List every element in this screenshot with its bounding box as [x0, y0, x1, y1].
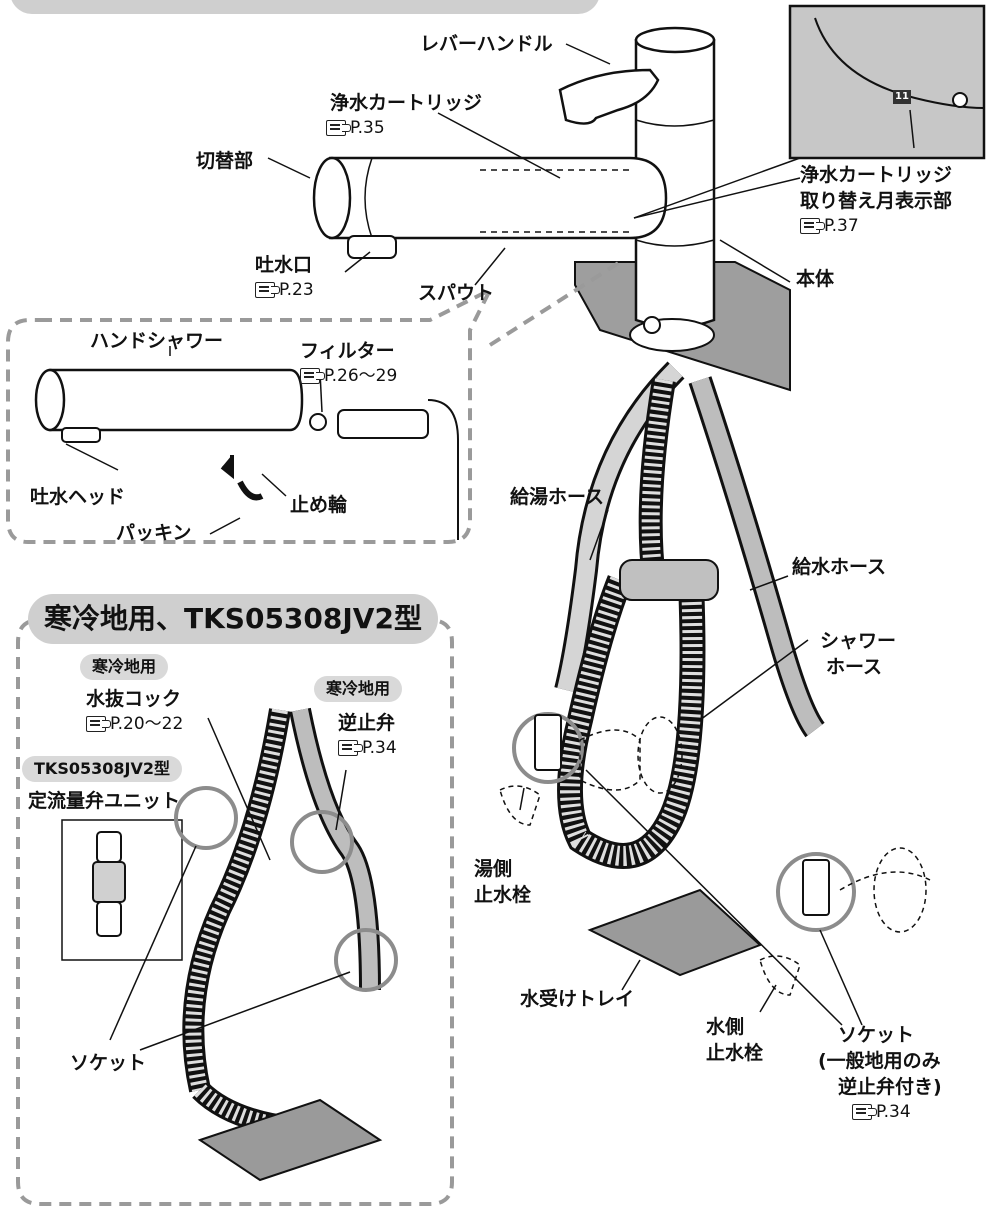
page-ref-icon — [338, 740, 363, 756]
check-label: 逆止弁 — [338, 712, 396, 734]
page-ref-text: P.35 — [350, 118, 385, 138]
shower-hose-label-2: ホース — [826, 656, 883, 678]
tray-label: 水受けトレイ — [520, 988, 635, 1010]
outlet-ref[interactable]: P.23 — [255, 280, 314, 300]
hose-weight — [619, 559, 719, 601]
page-ref-icon — [800, 218, 825, 234]
inset-number: 11 — [895, 91, 909, 102]
socket-ref[interactable]: P.34 — [852, 1102, 911, 1122]
header-pill — [11, 0, 599, 14]
inset-indicator — [788, 4, 986, 160]
filter-label: フィルター — [300, 340, 395, 362]
page-ref-text: P.20〜22 — [110, 714, 184, 734]
socket-label-2: (一般地用のみ — [818, 1050, 941, 1072]
shower-hose-label-1: シャワー — [820, 630, 897, 652]
inset-label-1: 浄水カートリッジ — [800, 164, 953, 186]
lever-label: レバーハンドル — [420, 33, 553, 55]
faucet-body — [629, 26, 716, 352]
packing-label: パッキン — [116, 522, 192, 544]
cartridge-label: 浄水カートリッジ — [330, 92, 483, 114]
socket-ring-cold — [776, 852, 856, 932]
water-tray — [587, 888, 762, 977]
hand-shower-part — [34, 368, 459, 540]
tag-check: 寒冷地用 — [314, 676, 403, 702]
page-ref-text: P.34 — [876, 1102, 911, 1122]
hand-shower-label: ハンドシャワー — [90, 330, 224, 352]
hot-valve-label-2: 止水栓 — [474, 884, 532, 906]
leader-lines — [65, 43, 915, 1051]
cold-region-title: 寒冷地用、TKS05308JV2型 — [44, 602, 422, 635]
page-ref-text: P.26〜29 — [324, 366, 398, 386]
filter-ref[interactable]: P.26〜29 — [300, 366, 397, 386]
outlet-label: 吐水口 — [255, 254, 313, 276]
cold-socket-label: ソケット — [70, 1052, 147, 1074]
page-ref-text: P.34 — [362, 738, 397, 758]
cold-hoses — [182, 707, 381, 1141]
unit-label: 定流量弁ユニット — [28, 790, 181, 812]
page-ref-text: P.23 — [279, 280, 314, 300]
cold-region-box — [16, 618, 454, 1206]
page-ref-icon — [300, 368, 325, 384]
cold-tray — [197, 1098, 383, 1182]
cold-check-ring — [290, 810, 354, 874]
cold-socket-ring-2 — [334, 928, 398, 992]
cold-hose-label: 給水ホース — [792, 556, 887, 578]
spout-label: スパウト — [418, 282, 495, 304]
drain-label: 水抜コック — [86, 688, 182, 710]
inset-label-2: 取り替え月表示部 — [800, 190, 953, 212]
socket-label-1: ソケット — [838, 1024, 915, 1046]
page-ref-icon — [852, 1104, 877, 1120]
inset-ref[interactable]: P.37 — [800, 216, 859, 236]
spout — [312, 156, 668, 259]
lever-handle — [558, 68, 660, 125]
body-label: 本体 — [796, 268, 835, 290]
check-ref[interactable]: P.34 — [338, 738, 397, 758]
head-label: 吐水ヘッド — [30, 486, 126, 508]
socket-label-3: 逆止弁付き) — [838, 1076, 942, 1098]
cold-valve-label-2: 止水栓 — [706, 1042, 764, 1064]
drain-ref[interactable]: P.20〜22 — [86, 714, 183, 734]
hot-valve-label-1: 湯側 — [474, 858, 513, 880]
cold-socket-ring-1 — [174, 786, 238, 850]
page-ref-icon — [326, 120, 351, 136]
unit-part — [92, 831, 126, 937]
hoses — [554, 361, 825, 869]
ring-label: 止め輪 — [290, 494, 348, 516]
cold-title-pill — [28, 594, 438, 644]
cartridge-ref[interactable]: P.35 — [326, 118, 385, 138]
tag-model: TKS05308JV2型 — [22, 756, 182, 782]
page-ref-icon — [86, 716, 111, 732]
cold-valve-label-1: 水側 — [706, 1016, 745, 1038]
switch-label: 切替部 — [196, 150, 254, 172]
hot-hose-label: 給湯ホース — [510, 486, 605, 508]
page-ref-icon — [255, 282, 280, 298]
tag-drain: 寒冷地用 — [80, 654, 169, 680]
page-ref-text: P.37 — [824, 216, 859, 236]
